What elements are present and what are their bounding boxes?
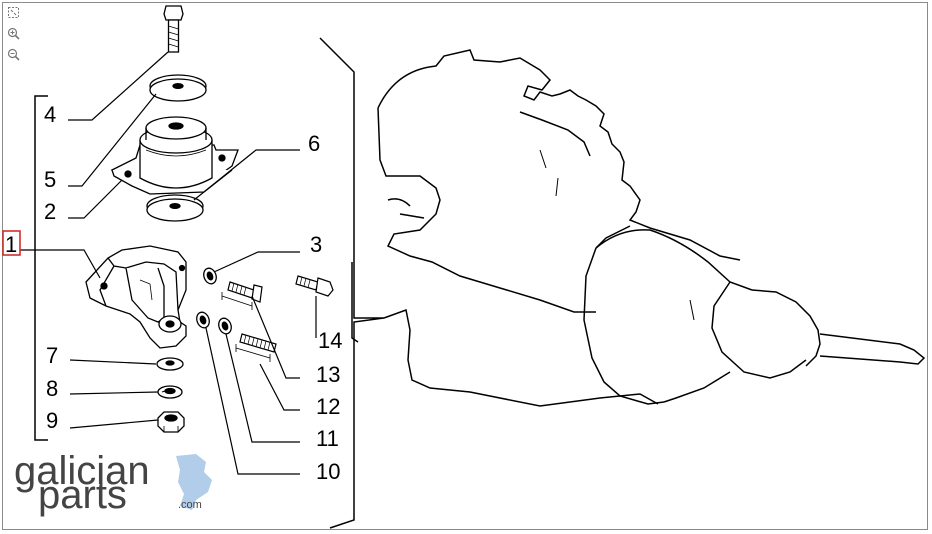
- callout-5[interactable]: 5: [44, 167, 56, 192]
- callout-11[interactable]: 11: [316, 426, 339, 451]
- callout-12[interactable]: 12: [316, 394, 340, 419]
- zoom-toolbar: [7, 6, 21, 69]
- lock-washer-8[interactable]: [157, 385, 183, 399]
- logo-suffix: .com: [178, 499, 202, 511]
- callout-8[interactable]: 8: [46, 376, 58, 401]
- callout-1[interactable]: 1: [5, 232, 17, 257]
- bolt-14[interactable]: [295, 275, 334, 297]
- leader-lines: [20, 51, 317, 475]
- washer-6[interactable]: [146, 194, 204, 222]
- logo-line-1: galician: [14, 449, 150, 493]
- callout-labels: 1 4 5 2 6 3 14 13 12 11 10 7 8 9: [2, 102, 342, 484]
- callout-4[interactable]: 4: [44, 102, 56, 127]
- engine-mount-2[interactable]: [110, 116, 239, 195]
- callout-7[interactable]: 7: [46, 343, 58, 368]
- support-bracket-1[interactable]: [85, 245, 187, 349]
- top-bolt[interactable]: [163, 5, 184, 53]
- galicia-map-shape: [176, 454, 212, 510]
- callout-14[interactable]: 14: [318, 328, 342, 353]
- washer-5[interactable]: [149, 74, 207, 102]
- logo-line-2: parts: [38, 473, 127, 517]
- fit-to-window-icon[interactable]: [7, 6, 20, 19]
- washer-11[interactable]: [217, 316, 234, 335]
- callout-3[interactable]: 3: [310, 232, 322, 257]
- zoom-in-icon[interactable]: [7, 27, 20, 40]
- nut-9[interactable]: [157, 411, 185, 433]
- washer-10[interactable]: [195, 310, 212, 329]
- callout-6[interactable]: 6: [308, 131, 320, 156]
- zoom-out-icon[interactable]: [7, 48, 20, 61]
- transmission-illustration: [377, 49, 926, 407]
- galicianparts-logo: galician parts .com: [14, 449, 212, 517]
- callout-13[interactable]: 13: [316, 362, 340, 387]
- washer-3[interactable]: [202, 266, 219, 285]
- group-bracket: [34, 95, 48, 441]
- stud-12[interactable]: [235, 333, 277, 362]
- washer-7[interactable]: [156, 357, 184, 371]
- callout-9[interactable]: 9: [46, 408, 58, 433]
- callout-2[interactable]: 2: [44, 199, 56, 224]
- callout-10[interactable]: 10: [316, 459, 340, 484]
- highlighted-callout-box[interactable]: [2, 230, 21, 256]
- stud-13[interactable]: [221, 281, 263, 310]
